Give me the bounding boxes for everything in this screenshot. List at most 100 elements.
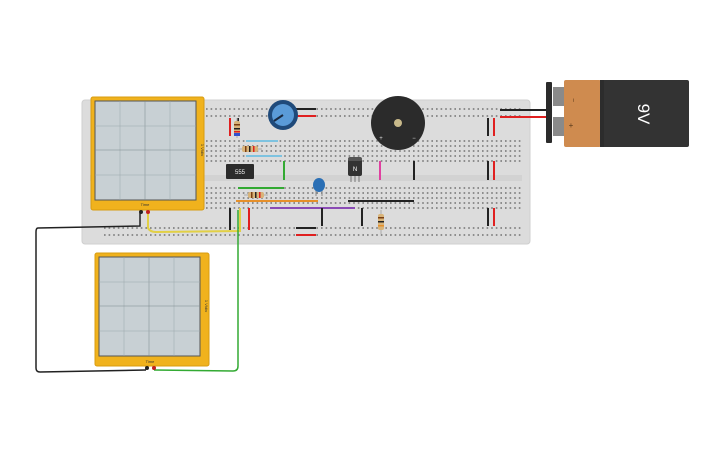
breadboard-hole[interactable] <box>229 197 231 199</box>
breadboard-hole[interactable] <box>440 227 443 229</box>
breadboard-hole[interactable] <box>491 234 493 236</box>
breadboard-hole[interactable] <box>316 192 318 194</box>
breadboard-hole[interactable] <box>330 108 332 110</box>
breadboard-hole[interactable] <box>445 207 447 209</box>
breadboard-hole[interactable] <box>518 207 521 209</box>
breadboard-hole[interactable] <box>321 140 323 142</box>
breadboard-hole[interactable] <box>399 187 401 189</box>
breadboard-hole[interactable] <box>390 150 392 152</box>
scope-bottom-probe-terminal[interactable] <box>152 366 156 370</box>
breadboard-hole[interactable] <box>449 108 452 110</box>
breadboard-hole[interactable] <box>316 202 318 204</box>
breadboard-hole[interactable] <box>385 187 387 189</box>
breadboard-hole[interactable] <box>344 227 346 229</box>
breadboard-hole[interactable] <box>279 234 282 236</box>
breadboard-hole[interactable] <box>500 140 502 142</box>
breadboard-hole[interactable] <box>298 150 300 152</box>
breadboard-hole[interactable] <box>408 155 410 157</box>
breadboard-hole[interactable] <box>348 202 351 204</box>
breadboard-hole[interactable] <box>186 227 189 229</box>
breadboard-hole[interactable] <box>413 192 415 194</box>
breadboard-hole[interactable] <box>426 145 429 147</box>
breadboard-hole[interactable] <box>252 227 254 229</box>
breadboard-hole[interactable] <box>482 187 484 189</box>
breadboard-hole[interactable] <box>334 197 337 199</box>
breadboard-hole[interactable] <box>472 207 475 209</box>
breadboard-hole[interactable] <box>518 155 521 157</box>
breadboard-hole[interactable] <box>311 145 314 147</box>
breadboard-hole[interactable] <box>367 145 369 147</box>
breadboard-hole[interactable] <box>136 227 138 229</box>
breadboard-hole[interactable] <box>380 150 383 152</box>
breadboard-hole[interactable] <box>275 160 277 162</box>
breadboard-hole[interactable] <box>482 115 484 117</box>
breadboard-hole[interactable] <box>261 160 263 162</box>
breadboard-hole[interactable] <box>477 202 479 204</box>
breadboard-hole[interactable] <box>445 197 447 199</box>
breadboard-hole[interactable] <box>468 140 470 142</box>
breadboard-hole[interactable] <box>353 155 355 157</box>
breadboard-hole[interactable] <box>367 155 369 157</box>
breadboard-hole[interactable] <box>477 108 479 110</box>
breadboard-hole[interactable] <box>491 140 493 142</box>
breadboard-hole[interactable] <box>293 150 295 152</box>
breadboard-hole[interactable] <box>486 108 489 110</box>
breadboard-hole[interactable] <box>348 187 351 189</box>
breadboard-hole[interactable] <box>431 227 433 229</box>
breadboard-hole[interactable] <box>514 197 516 199</box>
breadboard-hole[interactable] <box>238 155 240 157</box>
breadboard-hole[interactable] <box>403 234 406 236</box>
breadboard-hole[interactable] <box>417 207 420 209</box>
breadboard-hole[interactable] <box>357 145 360 147</box>
breadboard-hole[interactable] <box>440 187 443 189</box>
breadboard-hole[interactable] <box>325 197 328 199</box>
breadboard-hole[interactable] <box>206 115 208 117</box>
breadboard-hole[interactable] <box>468 202 470 204</box>
breadboard-hole[interactable] <box>233 155 236 157</box>
breadboard-hole[interactable] <box>500 155 502 157</box>
breadboard-hole[interactable] <box>344 155 346 157</box>
breadboard-hole[interactable] <box>339 145 341 147</box>
breadboard-hole[interactable] <box>210 234 213 236</box>
breadboard-hole[interactable] <box>472 150 475 152</box>
breadboard-hole[interactable] <box>468 108 470 110</box>
breadboard-hole[interactable] <box>117 227 120 229</box>
breadboard-hole[interactable] <box>431 187 433 189</box>
breadboard-hole[interactable] <box>408 192 410 194</box>
breadboard-hole[interactable] <box>394 160 397 162</box>
breadboard-hole[interactable] <box>440 202 443 204</box>
breadboard-hole[interactable] <box>298 187 300 189</box>
breadboard-hole[interactable] <box>403 197 406 199</box>
breadboard-hole[interactable] <box>417 192 420 194</box>
breadboard-hole[interactable] <box>311 160 314 162</box>
breadboard-hole[interactable] <box>449 207 452 209</box>
breadboard-hole[interactable] <box>518 140 521 142</box>
breadboard-hole[interactable] <box>330 140 332 142</box>
breadboard-hole[interactable] <box>385 197 387 199</box>
breadboard-hole[interactable] <box>325 227 328 229</box>
breadboard-hole[interactable] <box>509 145 512 147</box>
breadboard-hole[interactable] <box>265 108 268 110</box>
breadboard-hole[interactable] <box>390 227 392 229</box>
breadboard-hole[interactable] <box>229 150 231 152</box>
breadboard-hole[interactable] <box>367 197 369 199</box>
breadboard-hole[interactable] <box>215 202 217 204</box>
breadboard-hole[interactable] <box>334 140 337 142</box>
breadboard-hole[interactable] <box>357 115 360 117</box>
breadboard-hole[interactable] <box>316 227 318 229</box>
breadboard-hole[interactable] <box>403 150 406 152</box>
breadboard-hole[interactable] <box>210 115 213 117</box>
breadboard-hole[interactable] <box>325 187 328 189</box>
breadboard-hole[interactable] <box>491 145 493 147</box>
breadboard-hole[interactable] <box>403 155 406 157</box>
breadboard-hole[interactable] <box>505 145 507 147</box>
breadboard-hole[interactable] <box>459 145 461 147</box>
breadboard-hole[interactable] <box>477 207 479 209</box>
breadboard-hole[interactable] <box>168 234 170 236</box>
breadboard-hole[interactable] <box>371 150 374 152</box>
breadboard-hole[interactable] <box>348 192 351 194</box>
breadboard-hole[interactable] <box>422 160 424 162</box>
breadboard-hole[interactable] <box>399 150 401 152</box>
breadboard-hole[interactable] <box>440 150 443 152</box>
breadboard-hole[interactable] <box>210 160 213 162</box>
